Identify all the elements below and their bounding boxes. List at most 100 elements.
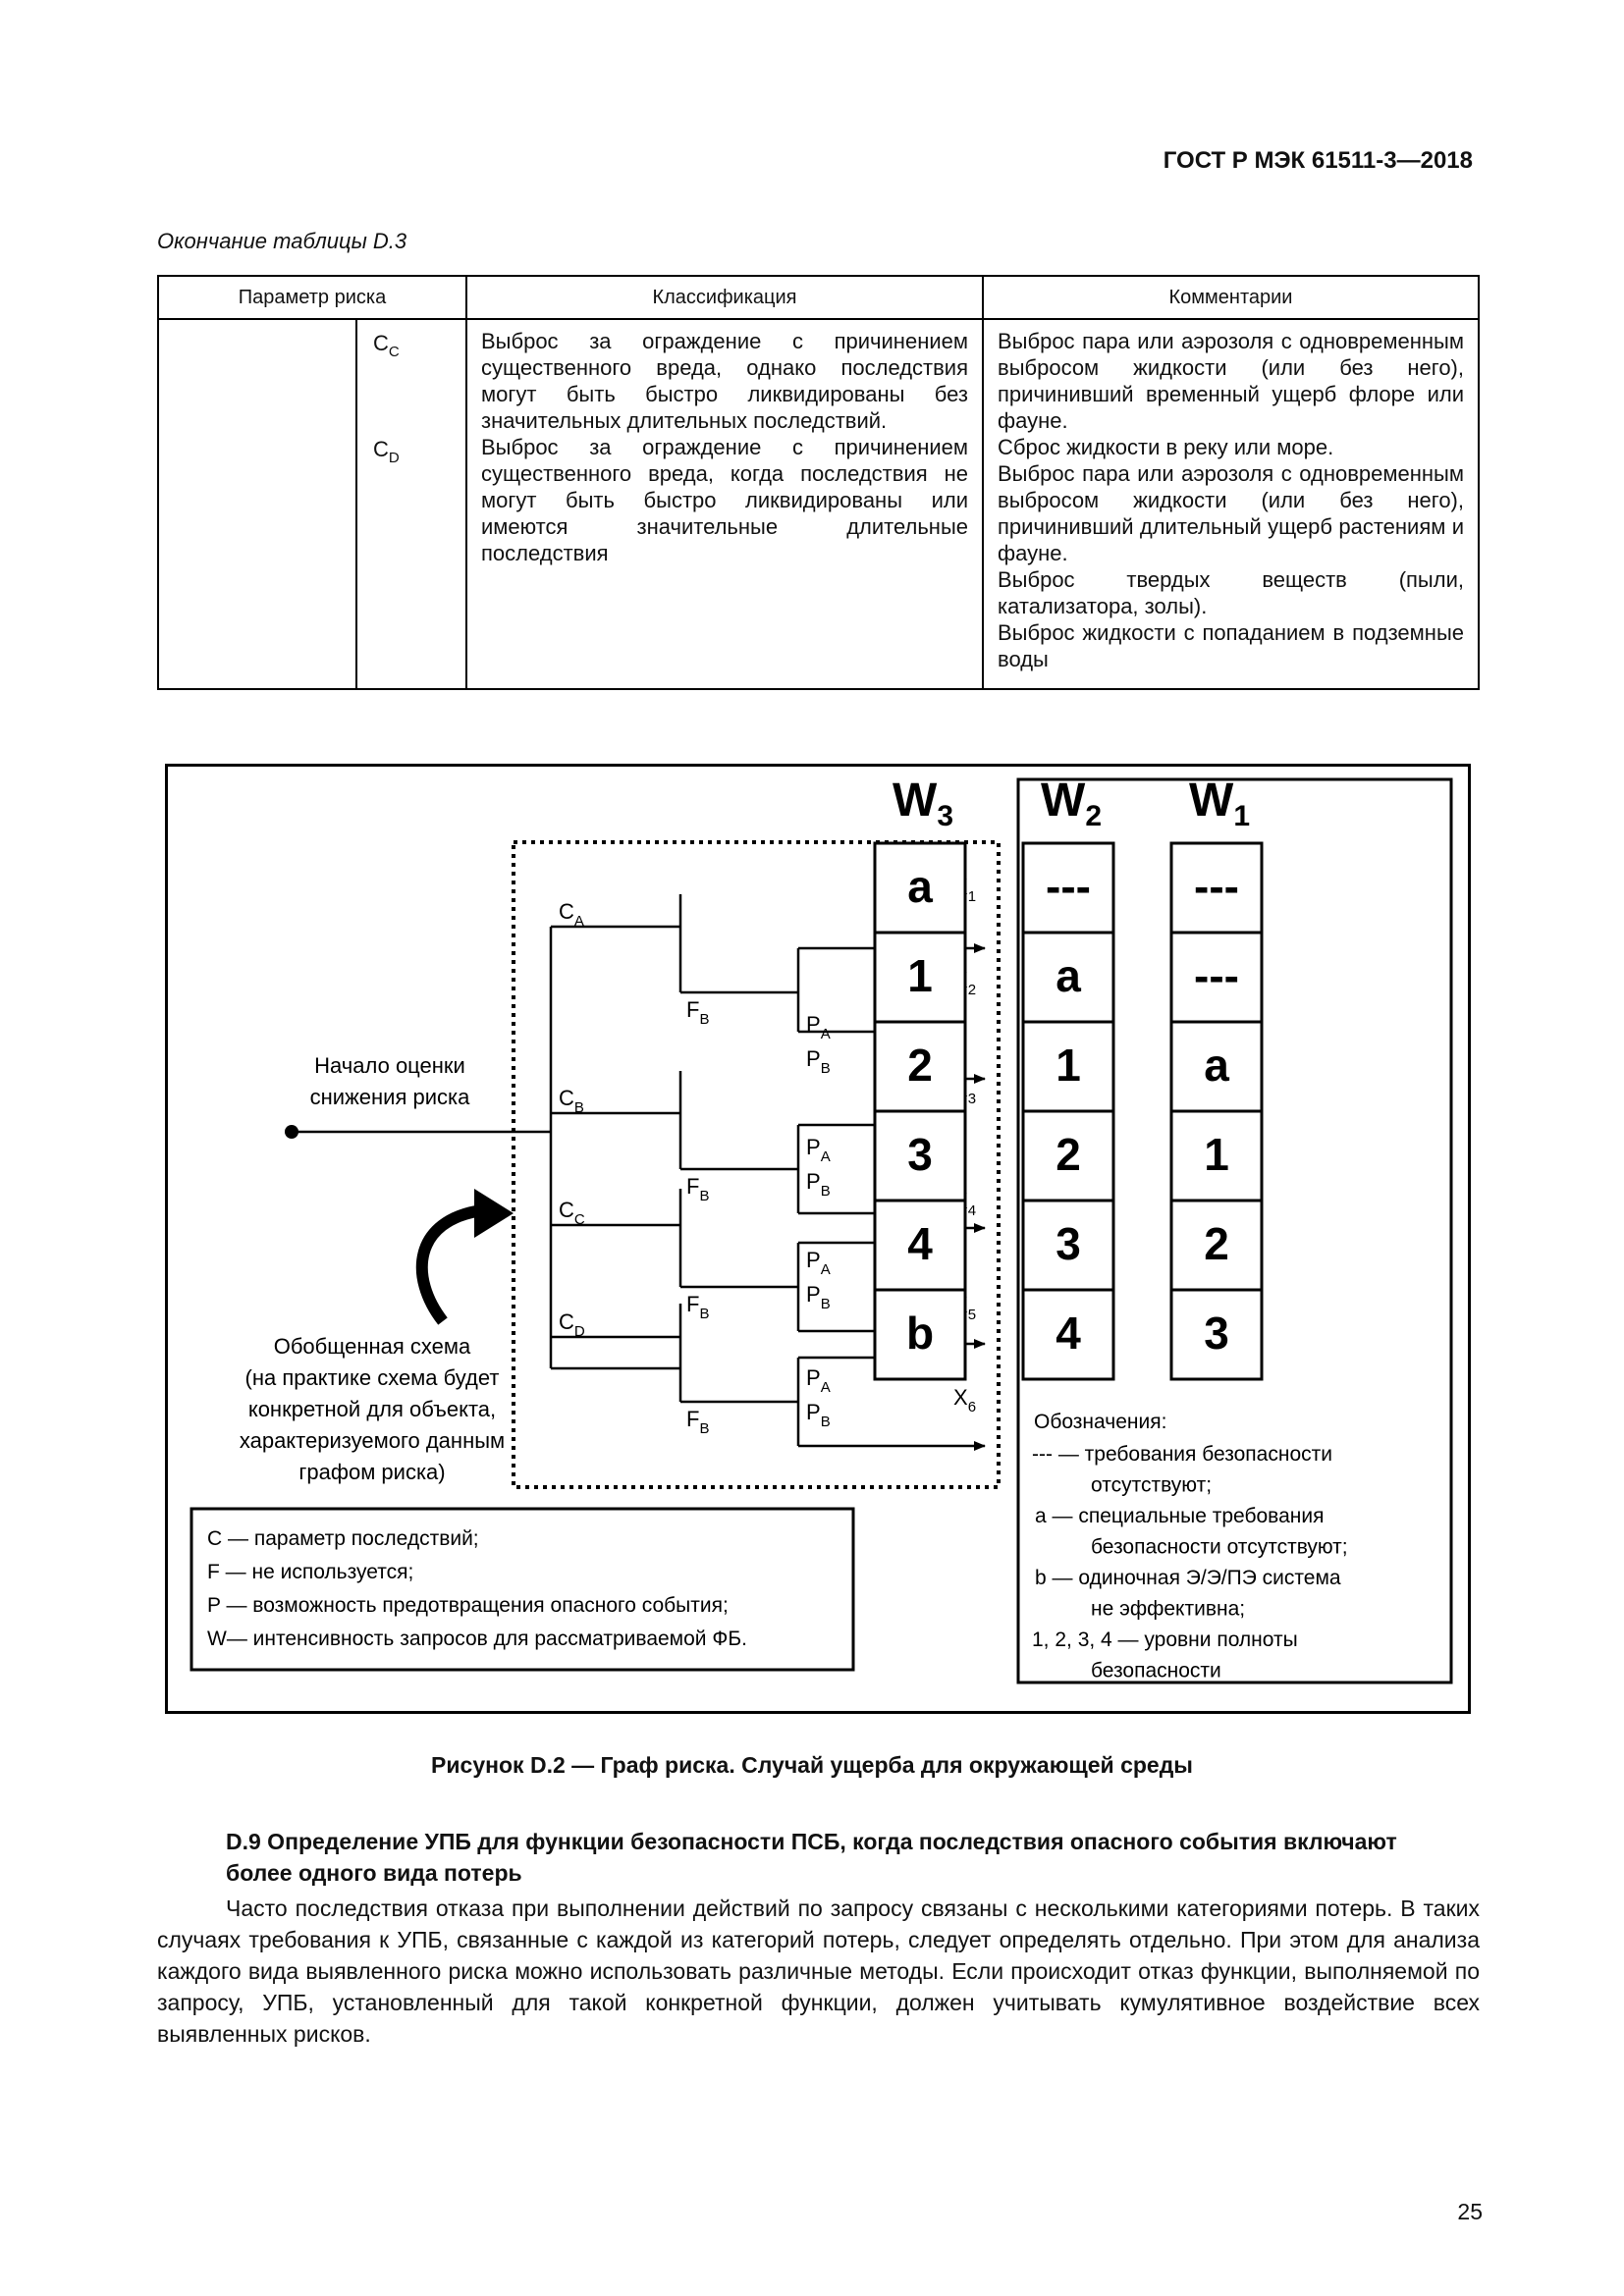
w-cell: [873, 841, 967, 934]
figure-caption: Рисунок D.2 — Граф риска. Случай ущерба …: [431, 1752, 1193, 1778]
p-param-label: PA: [806, 1135, 831, 1165]
legend-right-item: отсутствуют;: [1091, 1474, 1212, 1497]
table-row: CC CD Выброс за ограждение с причинением…: [157, 318, 1480, 690]
table-caption: Окончание таблицы D.3: [157, 229, 407, 253]
generic-scheme-frame: [512, 840, 1001, 1489]
w-cell: [873, 931, 967, 1024]
p-param-label: PA: [806, 1248, 831, 1278]
page-number: 25: [1457, 2199, 1483, 2224]
f-param-label: FB: [686, 997, 709, 1028]
legend-left-item: C — параметр последствий;: [207, 1527, 479, 1550]
w-cell-value: ---: [1194, 950, 1239, 1001]
w-cell: [873, 1199, 967, 1292]
section-body: Часто последствия отказа при выполнении …: [157, 1896, 1480, 2047]
w-header-label: W3: [893, 774, 953, 832]
p-param-label: PB: [806, 1282, 831, 1312]
symbol-cc: CC: [373, 331, 400, 360]
legend-right-item: --- — требования безопасности: [1032, 1443, 1332, 1466]
p-param-label: PA: [806, 1012, 831, 1042]
w-header-label: W1: [1189, 774, 1250, 832]
curved-arrow-icon: [415, 1204, 483, 1325]
w-cell-value: 3: [1056, 1218, 1081, 1269]
w-cell-value: ---: [1046, 861, 1091, 912]
start-point-icon: [285, 1125, 298, 1139]
legend-right-title: Обозначения:: [1034, 1411, 1166, 1433]
generic-scheme-label: (на практике схема будет: [245, 1365, 500, 1390]
w-cell-value: 3: [907, 1129, 933, 1180]
legend-right-item: b — одиночная Э/Э/ПЭ система: [1035, 1567, 1341, 1589]
p-param-label: PB: [806, 1169, 831, 1200]
x-outcome-label: X6: [953, 1385, 976, 1415]
legend-right-item: a — специальные требования: [1035, 1505, 1324, 1527]
legend-left-item: P — возможность предотвращения опасного …: [207, 1594, 729, 1617]
generic-scheme-label: характеризуемого данным: [240, 1428, 505, 1453]
w-cell-value: ---: [1194, 861, 1239, 912]
w-cell-value: 1: [1056, 1040, 1081, 1091]
w-cell-value: a: [907, 861, 933, 912]
col-header-comments: Комментарии: [982, 275, 1480, 320]
w-cell: [1021, 1199, 1115, 1292]
w-cell: [1021, 931, 1115, 1024]
table-header-row: Параметр риска Классификация Комментарии: [157, 275, 1480, 320]
risk-parameter-table: Параметр риска Классификация Комментарии…: [157, 275, 1480, 690]
w-cell-value: 1: [907, 950, 933, 1001]
legend-left-box: [189, 1507, 855, 1672]
comment-item: Выброс пара или аэрозоля с одновременным…: [998, 461, 1464, 565]
c-param-label: CA: [559, 899, 584, 930]
w-cell-value: 1: [1204, 1129, 1229, 1180]
generic-scheme-label: графом риска): [298, 1460, 445, 1484]
c-param-label: CB: [559, 1086, 584, 1116]
symbol-cd: CD: [373, 437, 400, 466]
p-param-label: PB: [806, 1046, 831, 1077]
section-title: D.9 Определение УПБ для функции безопасн…: [226, 1829, 1397, 1886]
p-param-label: PA: [806, 1365, 831, 1396]
f-param-label: FB: [686, 1407, 709, 1437]
p-param-label: PB: [806, 1400, 831, 1430]
legend-left-item: F — не используется;: [207, 1561, 413, 1583]
start-label: Начало оценки: [314, 1053, 465, 1078]
legend-right-item: не эффективна;: [1091, 1598, 1245, 1621]
w-cell-value: a: [1056, 950, 1081, 1001]
w-cell-value: 4: [907, 1218, 933, 1269]
w-cell: [1169, 1109, 1264, 1202]
comment-item: Выброс жидкости с попаданием в подземные…: [998, 620, 1464, 671]
legend-right-item: безопасности отсутствуют;: [1091, 1536, 1348, 1559]
w-cell: [1169, 931, 1264, 1024]
classification-cell: Выброс за ограждение с причинением сущес…: [465, 318, 984, 690]
generic-scheme-label: Обобщенная схема: [274, 1334, 471, 1359]
f-param-label: FB: [686, 1174, 709, 1204]
legend-left-item: W— интенсивность запросов для рассматрив…: [207, 1628, 747, 1650]
generic-scheme-label: конкретной для объекта,: [248, 1397, 496, 1421]
w-cell-value: 2: [1056, 1129, 1081, 1180]
comment-item: Выброс твердых веществ (пыли, катализато…: [998, 567, 1464, 618]
w-cell-value: 2: [907, 1040, 933, 1091]
classification-cd: Выброс за ограждение с причинением сущес…: [481, 435, 968, 565]
legend-right-item: 1, 2, 3, 4 — уровни полноты: [1032, 1629, 1298, 1651]
w-cell: [1021, 1288, 1115, 1381]
w-cell-value: 2: [1204, 1218, 1229, 1269]
w-cell: [1169, 1288, 1264, 1381]
legend-right-item: безопасности: [1091, 1660, 1221, 1682]
col-header-parameter: Параметр риска: [157, 275, 467, 320]
comments-cell: Выброс пара или аэрозоля с одновременным…: [982, 318, 1480, 690]
classification-cc: Выброс за ограждение с причинением сущес…: [481, 329, 968, 433]
w-cell: [1021, 1109, 1115, 1202]
w-cell-value: a: [1204, 1040, 1229, 1091]
start-label: снижения риска: [310, 1085, 470, 1109]
symbol-cell: CC CD: [355, 318, 467, 690]
legend-right-box: [1016, 777, 1453, 1684]
comment-item: Сброс жидкости в реку или море.: [998, 435, 1334, 459]
w-header-label: W2: [1041, 774, 1102, 832]
w-cell: [1021, 1020, 1115, 1113]
w-cell-value: 4: [1056, 1308, 1081, 1359]
comment-item: Выброс пара или аэрозоля с одновременным…: [998, 329, 1464, 433]
c-param-label: CC: [559, 1198, 585, 1228]
c-param-label: CD: [559, 1309, 585, 1340]
standard-header: ГОСТ Р МЭК 61511-3—2018: [1163, 147, 1473, 174]
curved-arrow-head-icon: [474, 1189, 514, 1238]
w-cell: [1169, 1199, 1264, 1292]
w-cell-value: b: [906, 1308, 934, 1359]
parameter-empty-cell: [157, 318, 357, 690]
